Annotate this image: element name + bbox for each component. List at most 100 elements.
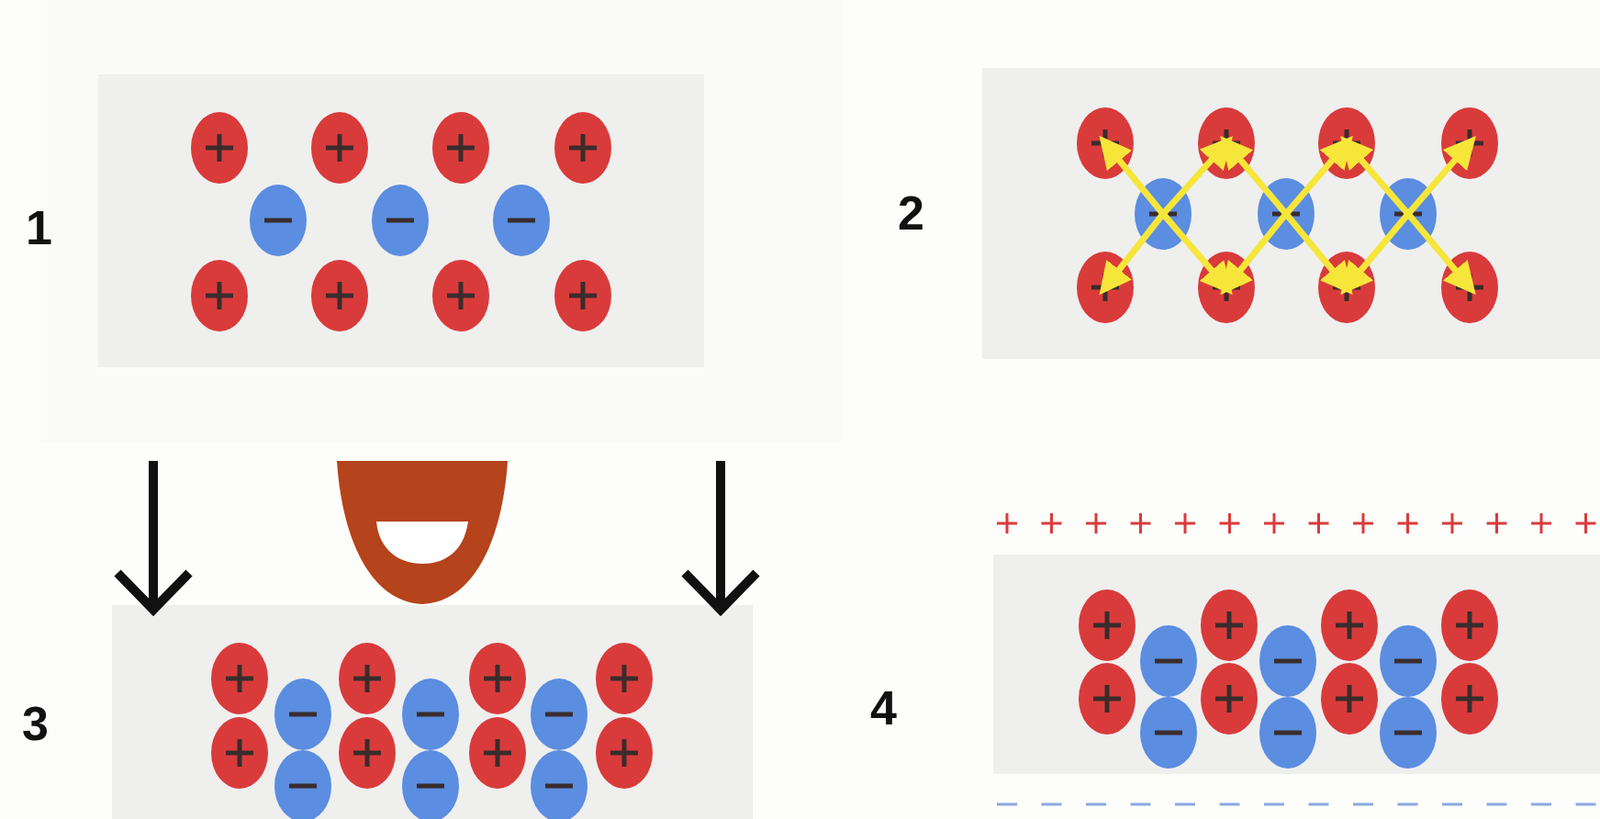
anion: [492, 184, 550, 257]
plate-charge: [1362, 513, 1366, 534]
repulsion-arrow: [1346, 213, 1409, 288]
charge-sign: [237, 738, 243, 767]
hammer: [336, 460, 508, 605]
charge-sign: [1274, 659, 1302, 664]
ion-body: [492, 184, 550, 257]
charge-sign: [1274, 730, 1302, 736]
charge-sign: [458, 134, 464, 162]
anion: [530, 678, 588, 750]
force-arrow: [716, 460, 726, 608]
crystal-panel: [111, 604, 753, 819]
charge-sign: [217, 281, 223, 310]
charge-sign: [337, 134, 343, 162]
ion-body: [211, 716, 269, 789]
anion: [249, 184, 307, 257]
repulsion-arrow: [1105, 213, 1164, 288]
anion: [371, 184, 429, 257]
ion-body: [554, 259, 612, 332]
plate-charge: [1487, 803, 1508, 806]
cation: [1320, 662, 1378, 735]
repulsion-arrow: [1408, 143, 1470, 214]
plate-charge: [1264, 803, 1285, 806]
charge-sign: [1154, 659, 1183, 664]
ion-body: [371, 184, 429, 257]
charge-sign: [495, 738, 501, 767]
ion-body: [1320, 662, 1378, 735]
ion-body: [402, 678, 459, 750]
charge-sign: [1467, 611, 1473, 639]
plate-charge: [1041, 803, 1063, 806]
charge-sign: [1105, 684, 1110, 713]
charge-sign: [217, 134, 223, 162]
ion-body: [595, 716, 653, 789]
charge-sign: [264, 218, 292, 224]
panel-ground: [40, 0, 842, 443]
plate-charge: [1576, 803, 1597, 806]
ion-body: [1200, 589, 1258, 661]
ion-body: [530, 749, 588, 819]
crystal-panel: [98, 74, 705, 368]
anion: [1259, 625, 1317, 697]
plate-charge: [1184, 513, 1187, 534]
ion-body: [595, 642, 653, 715]
ion-body: [554, 111, 612, 184]
hammer-highlight: [376, 521, 469, 564]
plate-charge: [1273, 513, 1276, 534]
repulsion-arrow: [1226, 143, 1287, 214]
cation: [1200, 662, 1258, 735]
cation: [432, 259, 490, 332]
ion-body: [274, 678, 332, 750]
plate-charge: [996, 803, 1018, 806]
plate-charge: [1317, 513, 1321, 534]
charge-sign: [545, 783, 573, 789]
cation: [311, 259, 369, 332]
charge-sign: [1227, 684, 1232, 713]
plate-charge: [1085, 803, 1107, 806]
repulsion-arrow: [1163, 143, 1227, 214]
ion-body: [432, 259, 490, 332]
charge-sign: [289, 712, 317, 717]
plate-charge: [1130, 803, 1152, 806]
cation: [469, 716, 526, 789]
plate-charge: [1442, 803, 1463, 806]
panel-number: 1: [25, 203, 53, 252]
anion: [1379, 696, 1437, 769]
cation: [1441, 662, 1499, 735]
charge-sign: [337, 281, 343, 310]
cation: [211, 642, 269, 715]
ion-body: [249, 184, 307, 257]
panel-number: 4: [870, 683, 897, 732]
repulsion-arrow: [1408, 213, 1470, 288]
plate-charge: [1584, 513, 1588, 534]
cation: [338, 716, 396, 789]
ion-body: [1259, 696, 1317, 769]
anion: [1259, 696, 1317, 769]
ion-body: [1379, 696, 1437, 769]
cation: [211, 716, 269, 789]
plate-charge: [1406, 513, 1410, 534]
repulsion-arrow: [1163, 213, 1227, 288]
cation: [1078, 589, 1136, 661]
crystal-panel: [993, 554, 1600, 774]
force-arrow-head: [117, 572, 190, 610]
cation: [1320, 589, 1378, 661]
plate-charge: [1495, 513, 1499, 534]
charge-sign: [507, 218, 536, 224]
charge-sign: [622, 738, 627, 767]
cation: [1441, 589, 1499, 661]
ion-body: [190, 111, 248, 184]
charge-sign: [1227, 611, 1232, 639]
charge-sign: [458, 281, 464, 310]
anion: [402, 749, 459, 819]
plate-charge: [1174, 803, 1196, 806]
ion-body: [1140, 625, 1198, 697]
force-arrow-head: [684, 572, 757, 610]
repulsion-arrow: [1226, 213, 1287, 288]
anion: [402, 678, 459, 750]
plate-charge: [1095, 513, 1098, 534]
repulsion-arrow: [1286, 213, 1347, 288]
ion-body: [274, 749, 332, 819]
ion-body: [1259, 625, 1317, 697]
ion-body: [311, 111, 369, 184]
